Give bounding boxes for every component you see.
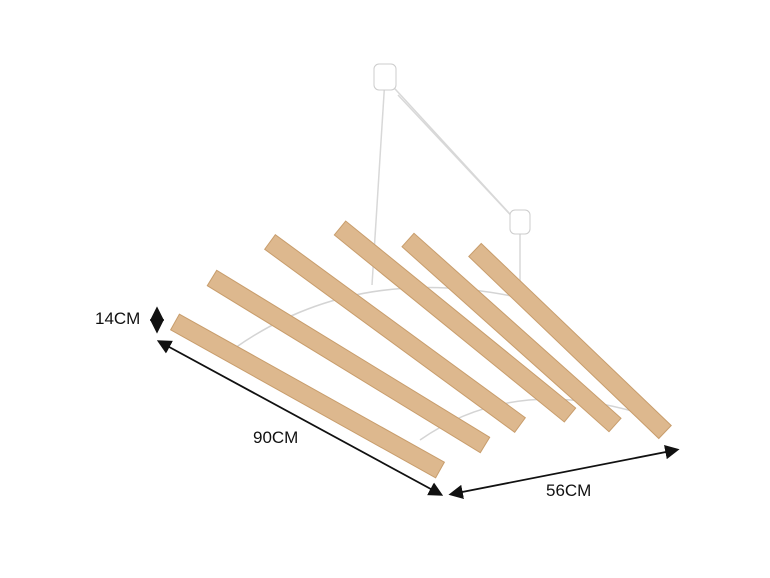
width-arrow (448, 445, 680, 499)
length-label: 90CM (253, 428, 299, 447)
wooden-slat (468, 242, 672, 440)
length-arrow (156, 340, 444, 496)
ceiling-ropes (371, 77, 521, 290)
height-label: 14CM (95, 309, 141, 328)
wooden-slat (333, 220, 577, 423)
wooden-slat (401, 232, 622, 433)
ceiling-pulley-top (373, 63, 397, 91)
dimension-arrows (149, 306, 680, 499)
width-label: 56CM (546, 481, 592, 500)
ceiling-pulley-side (509, 209, 531, 235)
